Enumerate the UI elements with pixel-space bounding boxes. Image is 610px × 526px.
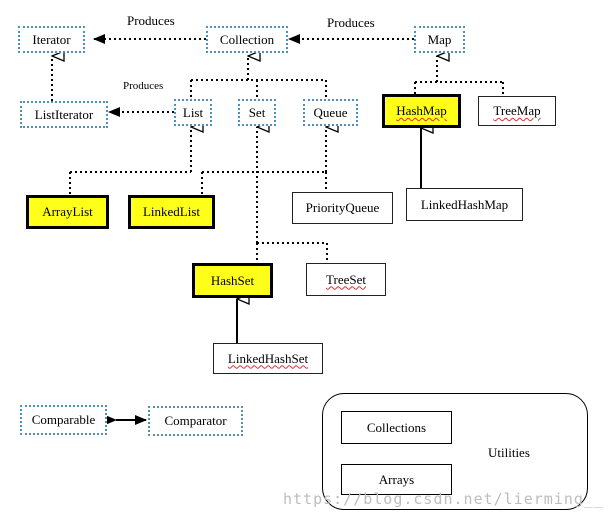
edge-maps-bus (414, 81, 504, 96)
node-collection-label: Collection (219, 31, 275, 47)
node-linked-hash-set-label: LinkedHashSet (227, 350, 309, 366)
node-hash-set: HashSet (192, 263, 273, 298)
node-tree-map-label: TreeMap (493, 103, 541, 118)
node-iterator: Iterator (18, 26, 85, 53)
produces-label-collection: Produces (327, 15, 375, 30)
node-list-label: List (182, 104, 204, 120)
node-arrays: Arrays (341, 464, 452, 495)
node-tree-set: TreeSet (306, 263, 386, 296)
node-collections: Collections (341, 411, 452, 444)
node-queue: Queue (303, 99, 358, 126)
node-linked-hash-map: LinkedHashMap (406, 188, 523, 221)
node-comparator-label: Comparator (164, 413, 227, 428)
node-comparable: Comparable (20, 405, 107, 435)
node-linked-list: LinkedList (128, 195, 215, 229)
node-queue-label: Queue (313, 104, 348, 120)
node-array-list: ArrayList (26, 195, 109, 229)
edge-sets-bus (256, 242, 328, 263)
node-array-list-label: ArrayList (42, 204, 93, 219)
node-linked-hash-map-label: LinkedHashMap (420, 196, 509, 212)
node-map-label: Map (427, 31, 452, 47)
edge-lists-bus (69, 171, 191, 195)
produces-label-listiterator: Produces (123, 80, 164, 92)
node-collections-label: Collections (366, 419, 427, 435)
node-set: Set (238, 99, 276, 126)
node-linked-hash-set: LinkedHashSet (213, 343, 323, 374)
edge-subinterfaces-bus (190, 79, 327, 99)
node-hash-map-label: HashMap (396, 103, 447, 118)
node-tree-map: TreeMap (478, 96, 556, 126)
node-priority-queue: PriorityQueue (292, 192, 393, 224)
utilities-panel (322, 393, 588, 510)
node-comparable-label: Comparable (31, 412, 96, 427)
node-iterator-label: Iterator (32, 31, 71, 47)
node-map: Map (414, 26, 465, 53)
node-comparator: Comparator (148, 406, 243, 436)
node-linked-list-label: LinkedList (142, 204, 201, 219)
watermark-url: https://blog.csdn.net/lierming__ (283, 490, 604, 508)
node-set-label: Set (248, 104, 266, 120)
node-priority-queue-label: PriorityQueue (305, 200, 380, 215)
node-list-iterator: ListIterator (20, 101, 108, 128)
edge-queues-bus (201, 171, 327, 195)
node-arrays-label: Arrays (378, 471, 415, 487)
produces-label-iterator: Produces (127, 13, 175, 28)
node-collection: Collection (206, 26, 288, 53)
node-hash-set-label: HashSet (210, 272, 255, 288)
utilities-label: Utilities (488, 445, 530, 460)
node-tree-set-label: TreeSet (326, 271, 366, 287)
node-hash-map: HashMap (382, 94, 461, 128)
node-list-iterator-label: ListIterator (34, 106, 94, 122)
node-list: List (174, 99, 212, 126)
